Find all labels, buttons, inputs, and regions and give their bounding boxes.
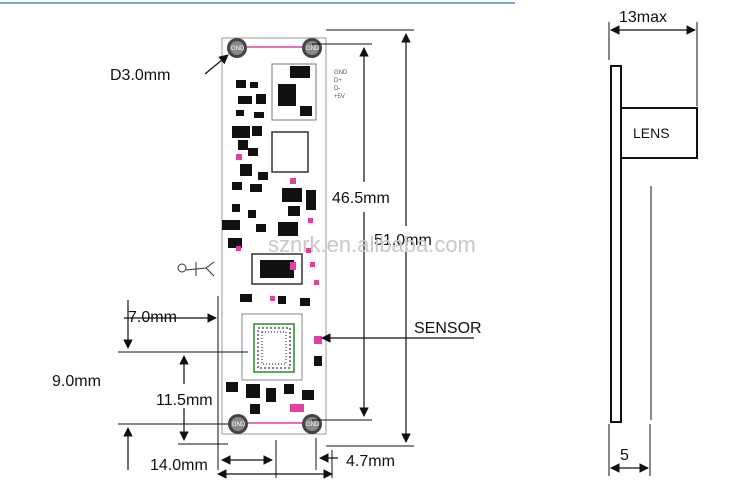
hole-diameter-label: D3.0mm (110, 67, 170, 84)
pin-label-gnd: GND (334, 70, 348, 76)
pin-label-dplus: D+ (334, 78, 342, 84)
svg-text:GND: GND (306, 422, 320, 428)
mounting-hole-top-left: GND (227, 38, 247, 58)
mounting-hole-bottom-left: GND (228, 414, 248, 434)
svg-text:GND: GND (232, 422, 246, 428)
sensor-label: SENSOR (414, 320, 482, 337)
pin-label-dminus: D- (334, 86, 340, 92)
height-51-0-label: 51.0mm (374, 232, 432, 249)
image-sensor (241, 313, 303, 381)
svg-text:GND: GND (306, 46, 320, 52)
offset-4-7-label: 4.7mm (346, 453, 395, 470)
dimension-14-0 (217, 440, 333, 479)
dim-11-5-label: 11.5mm (156, 392, 213, 409)
height-46-5-label: 46.5mm (332, 190, 390, 207)
depth-13-label: 13max (619, 9, 667, 26)
lens-box (620, 107, 698, 159)
mounting-hole-top-right: GND (302, 38, 322, 58)
thickness-5-label: 5 (620, 447, 629, 464)
pcb-board: GND GND GND GND GND D+ D- +5V (177, 37, 348, 435)
dimension-4-7 (315, 438, 338, 470)
watermark-text: sznrk.en.alibaba.com (268, 232, 476, 257)
side-view (608, 22, 698, 476)
dimension-46-5 (312, 43, 372, 421)
dim-9-0-label: 9.0mm (52, 373, 101, 390)
pin-label-5v: +5V (334, 94, 345, 100)
dimension-51-0 (326, 29, 414, 447)
width-14-0-label: 14.0mm (150, 457, 208, 474)
person-icon (177, 261, 215, 277)
hole-diameter-leader (204, 54, 229, 75)
dimension-11-5 (178, 355, 228, 445)
dimension-9-0 (118, 300, 248, 470)
svg-text:GND: GND (231, 46, 245, 52)
mounting-hole-bottom-right: GND (302, 414, 322, 434)
lens-label: LENS (633, 125, 670, 141)
